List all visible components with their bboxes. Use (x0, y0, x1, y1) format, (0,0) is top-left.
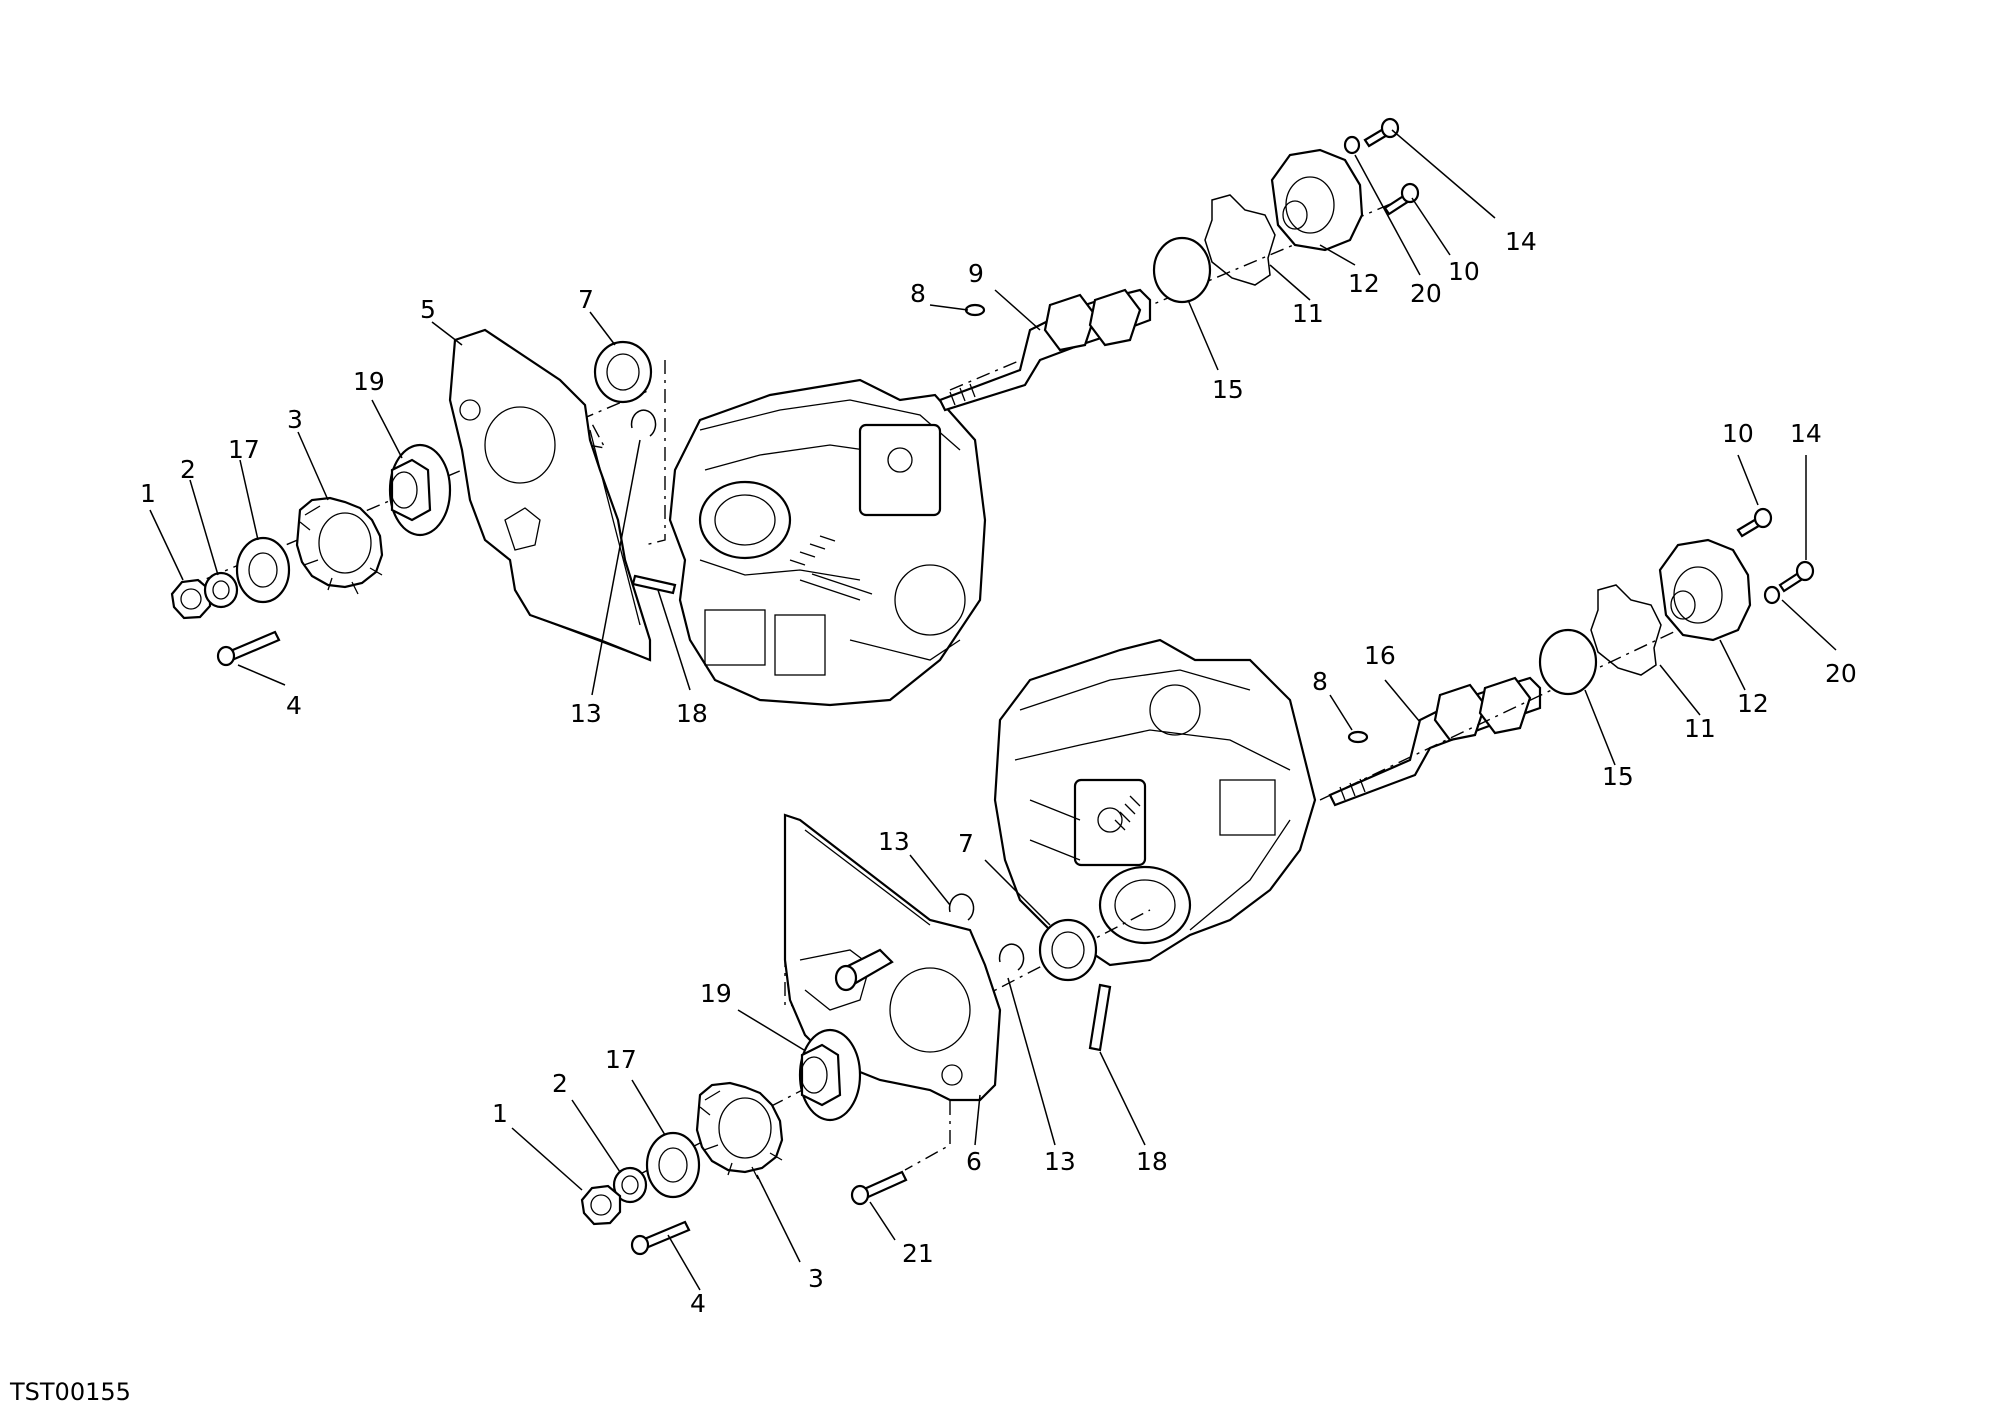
callout-12-right: 12 (1737, 689, 1769, 718)
stud-upper (631, 574, 677, 595)
callout-5-upper: 5 (420, 295, 436, 324)
callout-17-upper: 17 (228, 435, 260, 464)
circlip-lower-2 (998, 943, 1025, 971)
callout-10-right: 10 (1722, 419, 1754, 448)
callout-4-lower: 4 (690, 1289, 706, 1318)
key-lower (1347, 730, 1369, 744)
callout-3-lower: 3 (808, 1264, 824, 1293)
camshaft-lower (1328, 676, 1542, 807)
nut-upper (170, 578, 212, 620)
callout-14-upper: 14 (1505, 227, 1537, 256)
callout-9-upper: 9 (968, 259, 984, 288)
washer-lower (612, 1166, 648, 1204)
right-camshaft-assembly: 10 14 20 12 11 15 16 8 (1312, 419, 1857, 807)
callout-20-upper: 20 (1410, 279, 1442, 308)
circlip-lower-1 (948, 893, 975, 921)
sprocket-lower (695, 1081, 784, 1180)
callout-3-upper: 3 (287, 405, 303, 434)
callouts-upper: 1 2 17 3 19 5 7 13 18 4 8 9 15 11 12 20 … (140, 227, 1537, 728)
callout-2-upper: 2 (180, 455, 196, 484)
callout-21-lower: 21 (902, 1239, 934, 1268)
cylinder-head-lower (993, 638, 1317, 967)
sprocket-upper (295, 496, 384, 595)
key-upper (964, 303, 986, 317)
leader-lines-right (1329, 454, 1837, 766)
callout-7-upper: 7 (578, 285, 594, 314)
circlip-upper (630, 409, 657, 437)
leader-lines-lower (511, 854, 1146, 1291)
plate-lower (645, 1131, 701, 1199)
callout-6-lower: 6 (966, 1147, 982, 1176)
callout-15-right: 15 (1602, 762, 1634, 791)
gasket-upper (1204, 194, 1276, 286)
callout-1-upper: 1 (140, 479, 156, 508)
hub-upper (388, 443, 452, 537)
callout-14-right: 14 (1790, 419, 1822, 448)
end-cover-upper (1270, 148, 1364, 252)
cylinder-head-upper (668, 378, 987, 707)
washer-small-lower (1763, 585, 1781, 605)
lower-assembly: 13 7 19 17 2 1 3 4 21 6 13 18 (492, 638, 1317, 1318)
bolts-upper-right (1363, 117, 1420, 216)
callout-7-lower: 7 (958, 829, 974, 858)
bolts-lower-right (1736, 507, 1815, 593)
callouts-right: 10 14 20 12 11 15 16 8 (1312, 419, 1857, 791)
callout-18-lower: 18 (1136, 1147, 1168, 1176)
callout-16-right: 16 (1364, 641, 1396, 670)
washer-upper (203, 571, 239, 609)
callout-13-upper: 13 (570, 699, 602, 728)
callout-11-right: 11 (1684, 714, 1716, 743)
callout-8-upper: 8 (910, 279, 926, 308)
drawing-code-label: TST00155 (9, 1378, 131, 1406)
belt-cover-lower (783, 813, 1002, 1102)
hub-lower (798, 1028, 862, 1122)
callout-13-lower-a: 13 (878, 827, 910, 856)
callouts-lower: 13 7 19 17 2 1 3 4 21 6 13 18 (492, 827, 1168, 1318)
bolt-upper (216, 630, 281, 667)
dowel-lower (834, 948, 894, 992)
callout-15-upper: 15 (1212, 375, 1244, 404)
nut-lower (580, 1184, 622, 1226)
callout-17-lower: 17 (605, 1045, 637, 1074)
callout-11-upper: 11 (1292, 299, 1324, 328)
callout-2-lower: 2 (552, 1069, 568, 1098)
callout-12-upper: 12 (1348, 269, 1380, 298)
belt-cover-upper (448, 328, 652, 662)
seal-upper (593, 340, 653, 404)
o-ring-upper (1152, 236, 1212, 304)
callout-1-lower: 1 (492, 1099, 508, 1128)
callout-18-upper: 18 (676, 699, 708, 728)
callout-8-right: 8 (1312, 667, 1328, 696)
upper-assembly: 1 2 17 3 19 5 7 13 18 4 8 9 15 11 12 20 … (140, 117, 1537, 728)
o-ring-lower (1538, 628, 1598, 696)
callout-4-upper: 4 (286, 691, 302, 720)
stud-lower (1088, 983, 1112, 1052)
plate-upper (235, 536, 291, 604)
camshaft-upper (938, 288, 1152, 412)
seal-lower (1038, 918, 1098, 982)
end-cover-lower (1658, 538, 1752, 642)
bolt-lower (630, 1220, 691, 1256)
callout-20-right: 20 (1825, 659, 1857, 688)
washer-small-upper (1343, 135, 1361, 155)
bolt-21-lower (850, 1170, 908, 1206)
leader-lines-upper (149, 129, 1496, 696)
callout-19-upper: 19 (353, 367, 385, 396)
callout-10-upper: 10 (1448, 257, 1480, 286)
callout-19-lower: 19 (700, 979, 732, 1008)
callout-13-lower-b: 13 (1044, 1147, 1076, 1176)
gasket-lower (1590, 584, 1662, 676)
